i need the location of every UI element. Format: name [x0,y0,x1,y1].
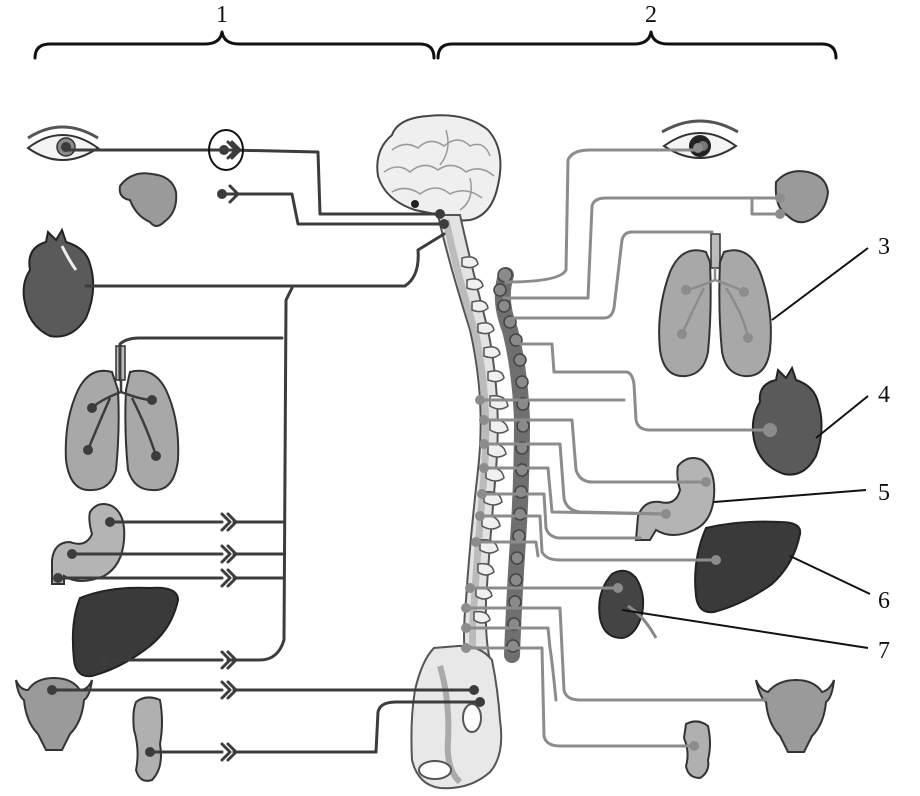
heart-left [22,227,95,338]
bladder-left [15,676,93,751]
sympathetic-pathways [461,143,785,751]
label-6: 6 [878,588,890,614]
stomach-left [51,503,126,585]
pointer-7 [621,609,869,649]
pointer-4 [815,395,869,439]
pointer-3 [771,247,869,321]
parasympathetic-pathways [47,129,485,762]
pelvis-sacrum [410,644,503,790]
liver-right [694,520,802,614]
lungs-right [658,233,772,378]
label-3: 3 [878,234,890,260]
liver-left [71,586,180,678]
rectum-left [132,696,163,782]
stomach-right [634,457,716,541]
label-division-2: 2 [645,2,657,28]
pointer-5 [713,489,867,503]
salivary-gland-left [118,172,178,227]
pointer-6 [789,555,871,595]
label-4: 4 [878,382,890,408]
heart-right [751,365,823,476]
label-7: 7 [878,638,890,664]
lungs-left [64,345,180,492]
brain [376,114,502,222]
label-division-1: 1 [216,2,228,28]
sympathetic-chain [493,267,531,663]
brace-division-2 [436,30,838,60]
label-5: 5 [878,480,890,506]
brace-division-1 [33,30,436,60]
kidney-right [598,569,658,640]
salivary-gland-right [774,170,830,224]
bladder-right [755,678,835,753]
